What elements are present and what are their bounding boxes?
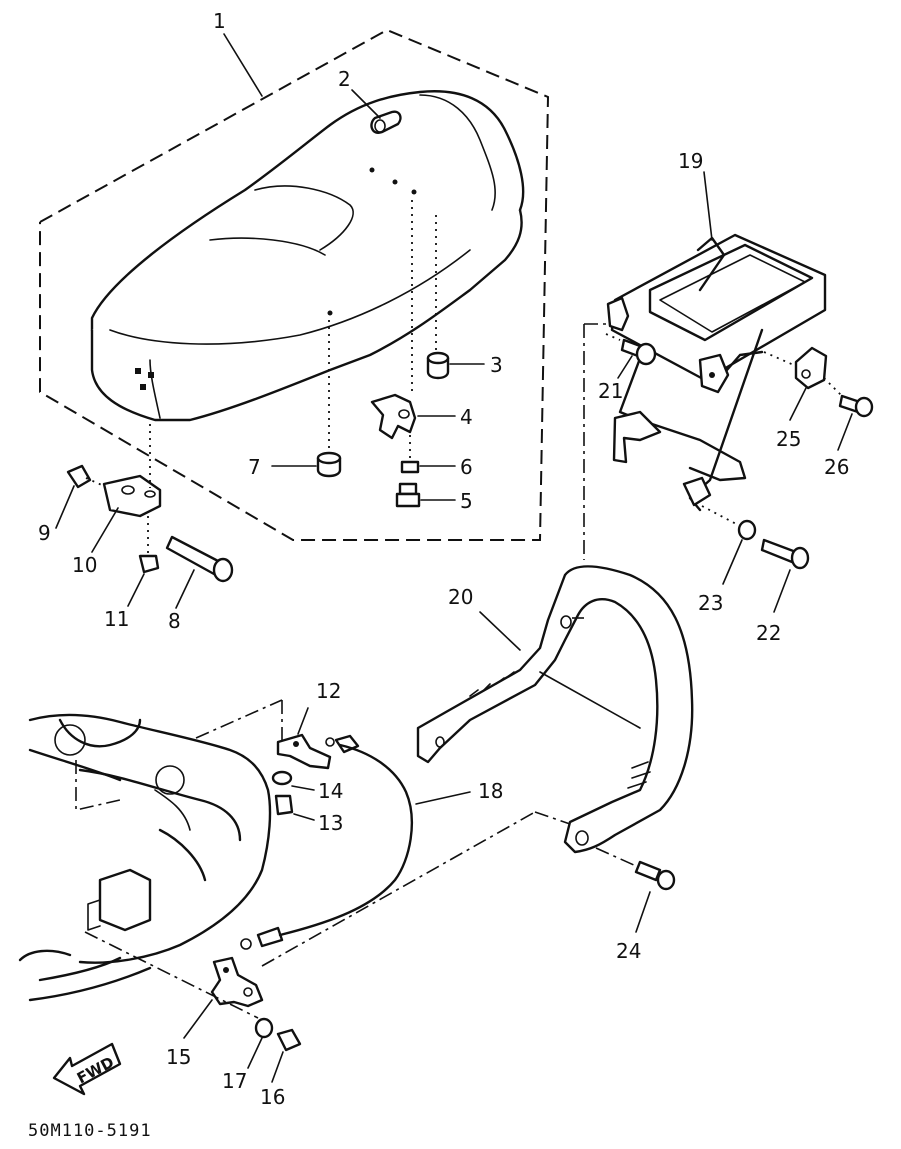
part-18-cable xyxy=(240,734,471,950)
part-15-lock xyxy=(84,931,264,1039)
part-7-damper xyxy=(271,320,342,478)
callout-16: 16 xyxy=(260,1085,285,1109)
part-1-leader xyxy=(223,33,263,97)
callout-19: 19 xyxy=(678,149,703,173)
callout-26: 26 xyxy=(824,455,849,479)
part-26-bolt xyxy=(823,377,874,451)
callout-3: 3 xyxy=(490,353,503,377)
callout-22: 22 xyxy=(756,621,781,645)
part-5-bolt xyxy=(395,482,456,508)
part-10-plate xyxy=(91,424,162,553)
callout-10: 10 xyxy=(72,553,97,577)
part-11-nut xyxy=(127,516,160,607)
callout-20: 20 xyxy=(448,585,473,609)
callout-6: 6 xyxy=(460,455,473,479)
part-19-carrier xyxy=(584,171,827,512)
fwd-arrow-icon: FWD xyxy=(52,1042,122,1096)
callout-23: 23 xyxy=(698,591,723,615)
callout-13: 13 xyxy=(318,811,343,835)
assembly-link-line-2 xyxy=(534,811,571,825)
part-4-bracket xyxy=(370,200,456,440)
callout-14: 14 xyxy=(318,779,343,803)
part-16-bolt xyxy=(271,1028,302,1083)
part-9-collar xyxy=(55,464,105,529)
part-6-collar xyxy=(400,435,456,474)
part-25-bracket xyxy=(763,346,828,421)
callout-12: 12 xyxy=(316,679,341,703)
callout-2: 2 xyxy=(338,67,351,91)
callout-9: 9 xyxy=(38,521,51,545)
part-12-latch xyxy=(195,699,332,770)
part-14-washer xyxy=(271,770,315,791)
part-17-washer xyxy=(247,1017,274,1069)
callout-24: 24 xyxy=(616,939,641,963)
callout-8: 8 xyxy=(168,609,181,633)
drawing-code: 50M110-5191 xyxy=(28,1121,152,1141)
callout-7: 7 xyxy=(248,455,261,479)
callout-11: 11 xyxy=(104,607,129,631)
assembly-link-line xyxy=(261,811,536,967)
part-20-grab-bar xyxy=(416,324,694,854)
part-24-bolt xyxy=(595,847,676,933)
callout-5: 5 xyxy=(460,489,473,513)
part-2-hook xyxy=(351,89,402,134)
callout-17: 17 xyxy=(222,1069,247,1093)
callout-4: 4 xyxy=(460,405,473,429)
callout-25: 25 xyxy=(776,427,801,451)
part-22-bolt xyxy=(760,538,810,613)
seat-assembly-boundary xyxy=(39,28,550,541)
seat-part xyxy=(90,90,525,422)
callout-15: 15 xyxy=(166,1045,191,1069)
callout-21: 21 xyxy=(598,379,623,403)
part-21-bolt xyxy=(605,333,657,379)
part-13-collar xyxy=(274,794,315,821)
callout-18: 18 xyxy=(478,779,503,803)
part-3-damper xyxy=(426,215,485,380)
part-8-bolt xyxy=(165,535,234,609)
callout-1: 1 xyxy=(213,9,226,33)
part-23-washer xyxy=(701,505,757,585)
frame-section xyxy=(18,713,272,1002)
